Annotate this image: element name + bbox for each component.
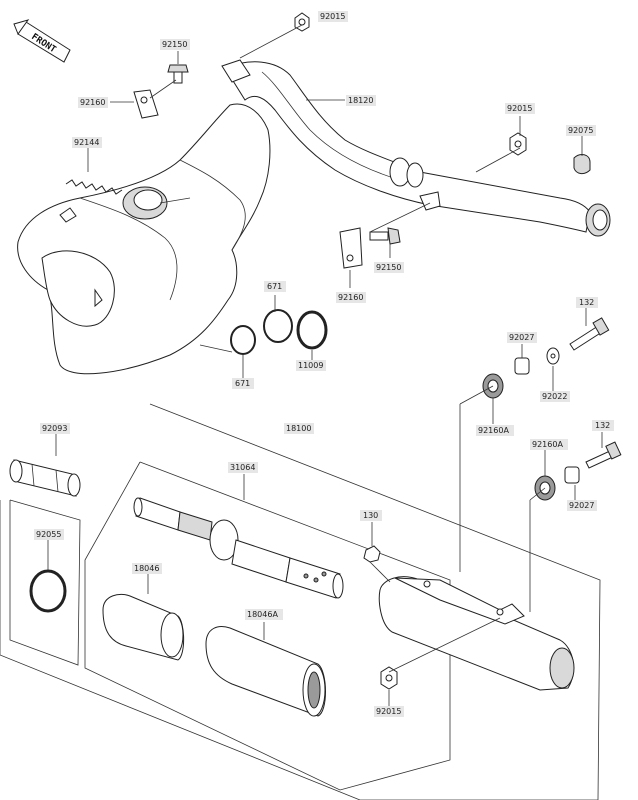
seal-92055 bbox=[29, 569, 67, 613]
svg-text:92150: 92150 bbox=[162, 40, 187, 49]
bolt-132-top bbox=[569, 317, 610, 351]
gasket-671-bottom bbox=[230, 325, 256, 355]
gasket-671-top bbox=[263, 309, 293, 343]
svg-text:18120: 18120 bbox=[348, 96, 373, 105]
svg-text:11009: 11009 bbox=[298, 361, 323, 370]
svg-text:92093: 92093 bbox=[42, 424, 67, 433]
svg-text:92160: 92160 bbox=[80, 98, 105, 107]
group-92055-frame bbox=[9, 499, 81, 666]
label-92160A-top: 92160A bbox=[476, 425, 514, 436]
svg-text:31064: 31064 bbox=[230, 463, 255, 472]
svg-text:92150: 92150 bbox=[376, 263, 401, 272]
collar-92027-mid bbox=[564, 466, 580, 484]
label-92160-top: 92160 bbox=[78, 97, 108, 108]
label-18046: 18046 bbox=[132, 563, 162, 574]
label-92150-top: 92150 bbox=[160, 39, 190, 50]
label-132-mid: 132 bbox=[592, 420, 614, 431]
label-31064: 31064 bbox=[228, 462, 258, 473]
svg-text:92160A: 92160A bbox=[478, 426, 509, 435]
label-92160-mid: 92160 bbox=[336, 292, 366, 303]
svg-text:18046: 18046 bbox=[134, 564, 159, 573]
label-671-top: 671 bbox=[264, 281, 286, 292]
label-18120: 18120 bbox=[346, 95, 376, 106]
packing-18046A bbox=[205, 626, 326, 717]
damper-92160-top bbox=[133, 89, 159, 119]
group-18100-frame bbox=[0, 403, 601, 800]
gasket-11009 bbox=[296, 310, 328, 350]
label-92093: 92093 bbox=[40, 423, 70, 434]
label-92055: 92055 bbox=[34, 529, 64, 540]
nut-92015-bottom bbox=[380, 666, 398, 690]
svg-text:92144: 92144 bbox=[74, 138, 99, 147]
label-92144: 92144 bbox=[72, 137, 102, 148]
svg-text:92022: 92022 bbox=[542, 392, 567, 401]
bolt-92150-mid bbox=[369, 227, 401, 245]
label-92027-top: 92027 bbox=[507, 332, 537, 343]
nut-92015-right bbox=[509, 132, 527, 156]
svg-text:92075: 92075 bbox=[568, 126, 593, 135]
label-18046A: 18046A bbox=[245, 609, 283, 620]
svg-text:671: 671 bbox=[267, 282, 282, 291]
group-31064-frame bbox=[84, 461, 451, 791]
svg-text:132: 132 bbox=[579, 298, 594, 307]
svg-text:92015: 92015 bbox=[376, 707, 401, 716]
svg-text:18046A: 18046A bbox=[247, 610, 278, 619]
svg-text:92015: 92015 bbox=[507, 104, 532, 113]
cap-92075 bbox=[573, 154, 591, 175]
nut-92015-top bbox=[294, 12, 310, 32]
bolt-92150-top bbox=[167, 64, 189, 84]
svg-text:92160: 92160 bbox=[338, 293, 363, 302]
label-130: 130 bbox=[360, 510, 382, 521]
spring-92144 bbox=[65, 179, 123, 195]
silencer-body bbox=[378, 576, 575, 691]
svg-text:132: 132 bbox=[595, 421, 610, 430]
label-92015-top: 92015 bbox=[318, 11, 348, 22]
svg-text:92027: 92027 bbox=[569, 501, 594, 510]
label-92015-bottom: 92015 bbox=[374, 706, 404, 717]
svg-text:92160A: 92160A bbox=[532, 440, 563, 449]
svg-text:18100: 18100 bbox=[286, 424, 311, 433]
svg-text:130: 130 bbox=[363, 511, 378, 520]
svg-text:92015: 92015 bbox=[320, 12, 345, 21]
bolt-132-mid bbox=[585, 441, 622, 469]
label-92150-mid: 92150 bbox=[374, 262, 404, 273]
svg-text:92027: 92027 bbox=[509, 333, 534, 342]
label-18100: 18100 bbox=[284, 423, 314, 434]
svg-text:92055: 92055 bbox=[36, 530, 61, 539]
inner-pipe-31064 bbox=[133, 497, 344, 599]
leader-lines bbox=[47, 24, 603, 706]
svg-text:671: 671 bbox=[235, 379, 250, 388]
label-92022: 92022 bbox=[540, 391, 570, 402]
packing-18046 bbox=[102, 593, 185, 661]
damper-92160-mid bbox=[339, 227, 363, 269]
label-11009: 11009 bbox=[296, 360, 326, 371]
label-671-bottom: 671 bbox=[232, 378, 254, 389]
label-92015-right: 92015 bbox=[505, 103, 535, 114]
washer-92022 bbox=[546, 347, 560, 365]
collar-92027-top bbox=[514, 357, 530, 375]
part-labels: 92015 92150 92160 18120 92144 92015 9207… bbox=[34, 11, 614, 717]
bolt-130 bbox=[363, 545, 381, 563]
label-92160A-mid: 92160A bbox=[530, 439, 568, 450]
expansion-chamber bbox=[17, 59, 611, 375]
front-arrow-icon: FRONT bbox=[13, 19, 71, 63]
label-132-top: 132 bbox=[576, 297, 598, 308]
label-92075: 92075 bbox=[566, 125, 596, 136]
tube-92093 bbox=[9, 459, 81, 497]
label-92027-mid: 92027 bbox=[567, 500, 597, 511]
